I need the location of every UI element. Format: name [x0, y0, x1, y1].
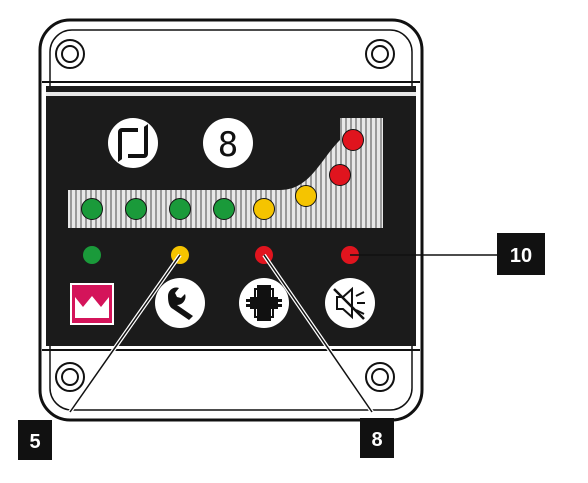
callout-10: 10: [497, 233, 545, 275]
wrench-icon[interactable]: [155, 278, 205, 328]
callout-5-label: 5: [29, 431, 40, 453]
bar-led: [254, 199, 275, 220]
screw-bottom-right-icon: [366, 363, 394, 391]
seven-segment-digit: 8: [218, 125, 238, 165]
callout-8-label: 8: [371, 429, 382, 451]
status-led-power: [83, 246, 101, 264]
logo-icon: [70, 283, 114, 325]
panel-highlight: [46, 92, 416, 96]
callout-10-label: 10: [510, 245, 532, 267]
bar-led: [343, 130, 364, 151]
screw-top-right-icon: [366, 40, 394, 68]
mute-icon[interactable]: [325, 278, 375, 328]
bar-led: [170, 199, 191, 220]
filter-icon[interactable]: [239, 278, 289, 328]
callout-5: 5: [18, 420, 52, 460]
callout-8: 8: [360, 418, 394, 458]
bar-led: [296, 186, 317, 207]
bar-led: [214, 199, 235, 220]
bar-led: [82, 199, 103, 220]
screw-top-left-icon: [56, 40, 84, 68]
cycle-icon: [108, 118, 158, 168]
bar-led: [126, 199, 147, 220]
seven-segment-display: 8: [203, 118, 253, 168]
screw-bottom-left-icon: [56, 363, 84, 391]
bar-led: [330, 165, 351, 186]
